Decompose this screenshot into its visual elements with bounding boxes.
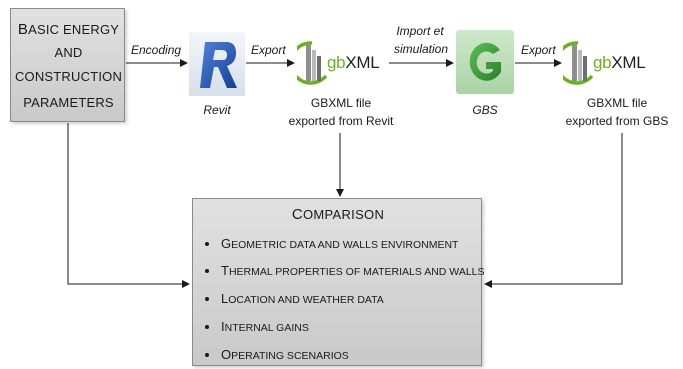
label-import-simulation: Import et simulation xyxy=(394,24,449,56)
comparison-item: GEOMETRIC DATA AND WALLS ENVIRONMENT xyxy=(205,236,458,251)
comparison-item: OPERATING SCENARIOS xyxy=(205,347,349,362)
gbxml-revit-caption: GBXML file exported from Revit xyxy=(288,96,394,128)
comparison-box: COMPARISON GEOMETRIC DATA AND WALLS ENVI… xyxy=(192,198,485,366)
bullet-icon xyxy=(205,353,209,358)
gbxml-wordmark: gbXML xyxy=(593,53,646,72)
label-export-revit: Export xyxy=(251,43,286,57)
gbs-caption: GBS xyxy=(472,103,498,117)
parameters-line-1: BASIC ENERGY xyxy=(17,21,120,38)
bullet-icon xyxy=(205,242,209,247)
comparison-item: THERMAL PROPERTIES OF MATERIALS AND WALL… xyxy=(205,263,485,278)
revit-caption: Revit xyxy=(203,103,231,117)
bullet-icon xyxy=(205,325,209,330)
parameters-box: BASIC ENERGY AND CONSTRUCTION PARAMETERS xyxy=(10,8,125,122)
parameters-line-4: PARAMETERS xyxy=(23,95,114,110)
arrow-params-to-comparison xyxy=(67,123,190,288)
gbxml-wordmark: gbXML xyxy=(327,53,380,72)
label-export-gbs: Export xyxy=(521,43,556,57)
revit-logo-icon xyxy=(189,32,245,96)
bullet-icon xyxy=(205,297,209,302)
building-icon xyxy=(563,41,593,85)
gbxml-gbs-logo: gbXML xyxy=(563,40,655,86)
parameters-line-3: CONSTRUCTION xyxy=(14,69,123,84)
arrow-gbxml-gbs-to-comparison xyxy=(484,133,623,288)
gbs-logo-icon xyxy=(456,30,514,94)
bullet-icon xyxy=(205,269,209,274)
parameters-line-2: AND xyxy=(54,45,83,60)
gbxml-revit-logo: gbXML xyxy=(297,40,389,86)
building-icon xyxy=(297,41,327,85)
comparison-item: INTERNAL GAINS xyxy=(205,319,309,334)
gbxml-gbs-caption: GBXML file exported from GBS xyxy=(565,96,669,128)
comparison-title: COMPARISON xyxy=(291,206,385,223)
comparison-item: LOCATION AND WEATHER DATA xyxy=(205,291,384,306)
label-encoding: Encoding xyxy=(131,43,182,57)
